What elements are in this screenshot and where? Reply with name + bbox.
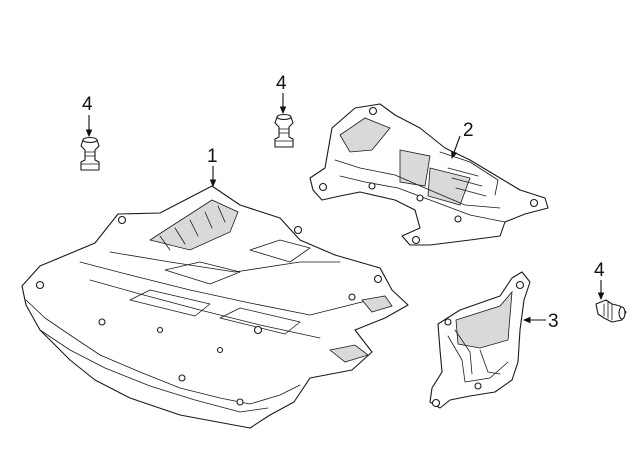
part-2-upper-shield [309, 103, 549, 246]
callout-labels: 1 2 3 4 4 4 [82, 73, 605, 332]
callout-leaders [85, 93, 605, 324]
part-4-fastener-b [274, 113, 294, 148]
callout-4-right: 4 [594, 260, 605, 281]
callout-1: 1 [207, 146, 218, 167]
callout-4-left: 4 [82, 94, 93, 115]
callout-3: 3 [548, 311, 559, 332]
part-4-fastener-a [80, 136, 100, 171]
part-3-side-bracket [429, 271, 531, 409]
callout-2: 2 [463, 120, 474, 141]
part-4-fastener-c [595, 299, 627, 323]
callout-4-middle: 4 [276, 73, 287, 94]
leader-2 [451, 135, 461, 160]
part-1-lower-splash-shield [21, 185, 409, 429]
